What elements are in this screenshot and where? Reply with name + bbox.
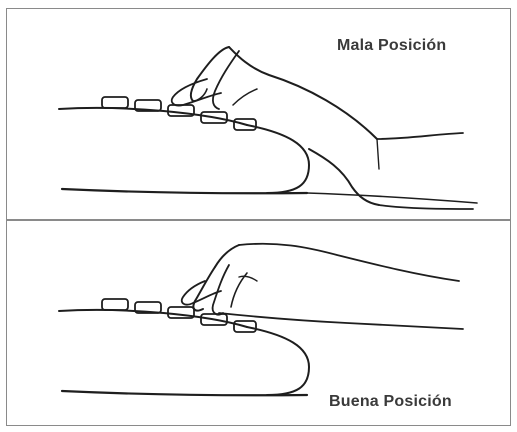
bad-posture-caption: Mala Posición (337, 37, 447, 54)
good-posture-caption: Buena Posición (329, 393, 452, 410)
hand-on-keyboard-bad-posture-icon (58, 46, 478, 210)
hand-on-keyboard-good-posture-icon (58, 242, 464, 397)
bad-posture-panel: Mala Posición (6, 8, 511, 220)
good-posture-panel: Buena Posición (6, 220, 511, 426)
